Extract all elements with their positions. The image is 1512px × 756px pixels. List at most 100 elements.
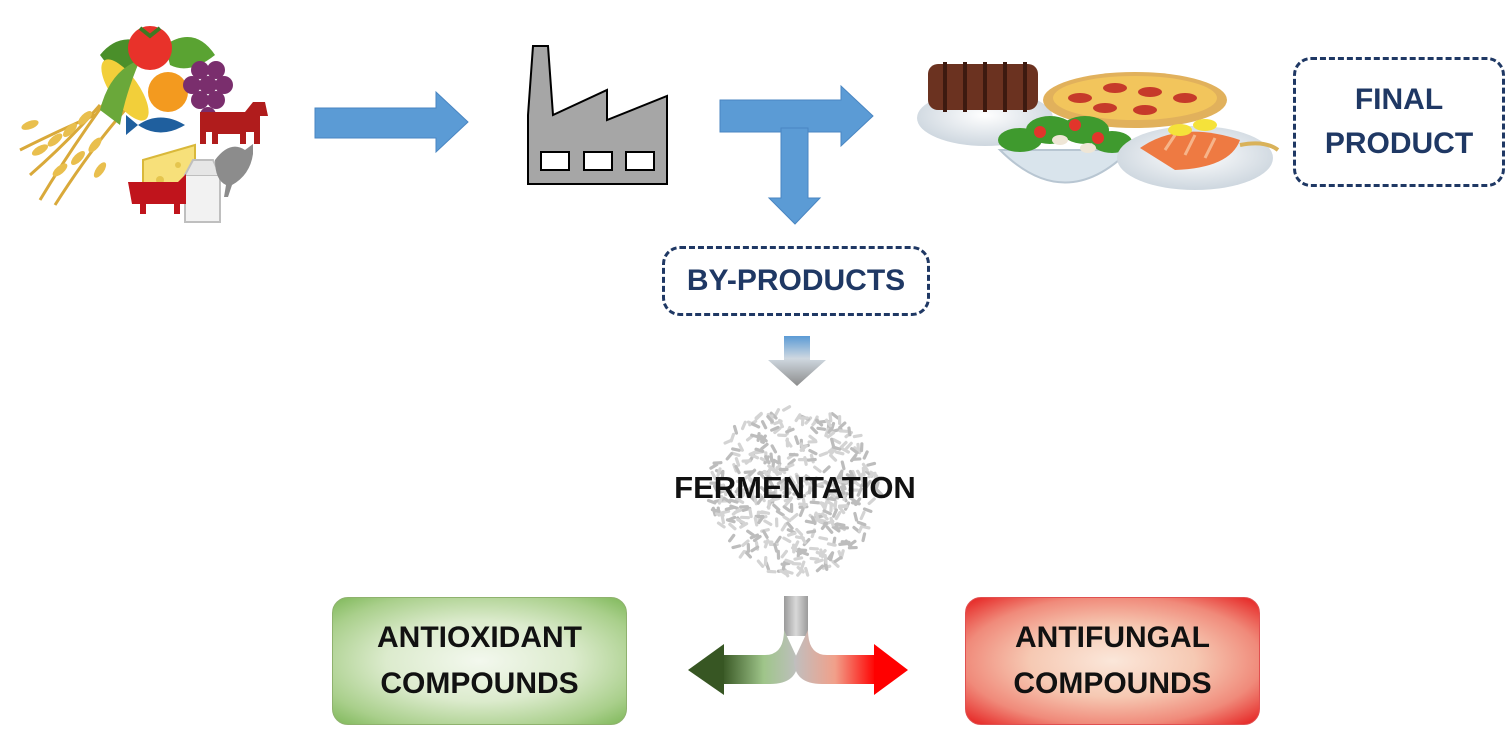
microbe-rod: [831, 445, 842, 451]
microbe-rod: [857, 523, 864, 533]
microbe-rod: [816, 426, 827, 431]
microbe-rod: [732, 424, 739, 435]
microbe-rod: [763, 519, 773, 526]
microbe-rod: [814, 517, 824, 524]
microbe-rod: [745, 488, 753, 498]
microbe-rod: [847, 545, 858, 550]
microbe-rod: [772, 503, 781, 512]
microbe-rod: [709, 463, 719, 470]
microbe-rod: [815, 418, 824, 427]
microbe-rod: [769, 411, 778, 420]
microbe-rod: [847, 539, 857, 547]
microbe-rod: [807, 440, 818, 444]
microbe-rod: [731, 508, 741, 516]
microbe-rod: [851, 457, 862, 461]
microbe-rod: [833, 500, 838, 510]
microbe-rod: [784, 463, 795, 469]
by-products-box: BY-PRODUCTS: [662, 246, 930, 316]
microbe-rod: [753, 516, 759, 527]
prepared-dishes-icon: [917, 62, 1280, 190]
microbe-rod: [827, 490, 836, 498]
microbe-rod: [748, 508, 753, 519]
microbe-rod: [741, 459, 752, 463]
microbe-rod: [788, 452, 799, 457]
microbe-rod: [852, 433, 863, 439]
microbe-rod: [807, 484, 812, 495]
microbe-rod: [794, 413, 802, 423]
microbe-rod: [720, 469, 725, 480]
microbe-rod: [766, 414, 774, 424]
microbe-rod: [783, 569, 794, 575]
microbe-rod: [725, 518, 736, 524]
microbe-rod: [864, 479, 872, 489]
microbe-rod: [750, 422, 761, 429]
microbe-rod: [844, 441, 853, 450]
microbe-rod: [785, 438, 793, 448]
split-arrow: [719, 84, 874, 225]
microbe-rod: [859, 442, 864, 453]
microbe-rod: [838, 479, 848, 484]
microbe-rod: [874, 480, 880, 491]
microbe-rod: [840, 447, 850, 454]
compound-split-arrows: [688, 596, 908, 695]
microbe-rod: [717, 494, 724, 505]
microbe-rod: [716, 521, 726, 529]
microbe-rod: [780, 522, 788, 532]
microbe-rod: [728, 487, 733, 497]
microbe-rod: [710, 508, 721, 513]
microbe-rod: [754, 411, 763, 420]
microbe-rod: [734, 464, 741, 475]
microbe-rod: [750, 433, 760, 439]
microbe-rod: [809, 546, 819, 551]
microbe-rod: [723, 438, 733, 445]
microbe-rod: [839, 526, 849, 530]
microbe-rod: [853, 511, 859, 522]
microbe-rod: [756, 496, 764, 505]
microorganisms-icon: [706, 405, 884, 578]
microbe-rod: [748, 477, 756, 487]
microbe-rod: [824, 427, 830, 438]
microbe-rod: [851, 478, 860, 487]
microbe-rod: [834, 522, 841, 533]
microbe-rod: [760, 420, 768, 430]
microbe-rod: [848, 469, 855, 480]
microbe-rod: [835, 522, 846, 527]
microbe-rod: [862, 507, 873, 514]
microbe-rod: [849, 488, 860, 492]
microbe-rod: [739, 488, 745, 498]
microbe-rod: [760, 442, 769, 451]
microbe-rod: [716, 467, 722, 478]
microbe-rod: [779, 569, 789, 576]
microbe-rod: [827, 551, 835, 560]
microbe-rod: [782, 536, 792, 544]
microbe-rod: [856, 520, 867, 527]
microbe-rod: [808, 477, 816, 486]
microbe-rod: [833, 555, 843, 564]
microbe-rod: [780, 549, 788, 559]
microbe-rod: [715, 511, 725, 518]
microbe-rod: [746, 529, 755, 537]
microbe-rod: [806, 457, 817, 462]
microbe-rod: [798, 416, 809, 420]
microbe-rod: [818, 451, 829, 458]
microbe-rod: [794, 435, 800, 445]
microbe-rod: [725, 452, 734, 461]
microbe-rod: [759, 485, 768, 494]
microbe-rod: [770, 444, 778, 454]
microbe-rod: [828, 412, 833, 423]
by-products-label: BY-PRODUCTS: [686, 264, 906, 297]
microbe-rod: [736, 482, 745, 491]
microbe-rod: [765, 491, 776, 496]
microbe-rod: [839, 440, 848, 449]
microbe-rod: [749, 533, 760, 540]
microbe-rod: [795, 527, 804, 537]
microbe-rod: [763, 556, 768, 566]
microbe-rod: [739, 505, 749, 509]
microbe-rod: [851, 469, 857, 480]
microbe-rod: [734, 457, 741, 467]
arrow-to-factory: [314, 90, 469, 154]
factory-icon: [527, 45, 668, 185]
microbe-rod: [822, 509, 832, 516]
microbe-rod: [799, 442, 805, 452]
